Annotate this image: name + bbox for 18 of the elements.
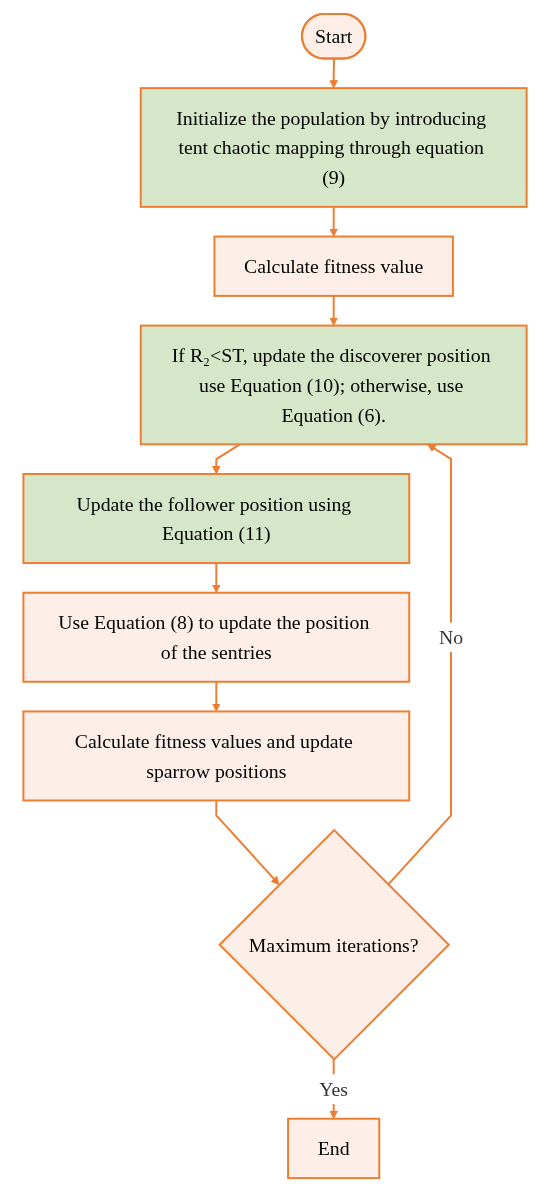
arrow [329, 205, 339, 237]
node-box: Calculate fitness values and update sparrow positions [22, 710, 411, 802]
arrow [211, 562, 221, 594]
arrow [211, 680, 221, 712]
node-box: Calculate fitness value [213, 235, 454, 297]
arrow [329, 294, 339, 326]
node-box: If R₂<ST, update the discoverer position use Equation (10); otherwise, use Equation (6). [139, 324, 528, 446]
arrow [211, 443, 241, 475]
node-diamond: Maximum iterations? [218, 828, 451, 1061]
edge-label: Yes [319, 1078, 349, 1100]
arrow [329, 57, 339, 89]
edge-label: No [438, 626, 464, 649]
node-box: Update the follower position using Equation (11) [22, 473, 411, 564]
node-box: End [287, 1117, 381, 1180]
arrow [387, 443, 452, 886]
node-box: Initialize the population by introducing tent chaotic mapping through equation (9) [139, 87, 528, 208]
node-box: Use Equation (8) to update the position of the sentries [22, 591, 411, 683]
arrow [215, 799, 280, 886]
